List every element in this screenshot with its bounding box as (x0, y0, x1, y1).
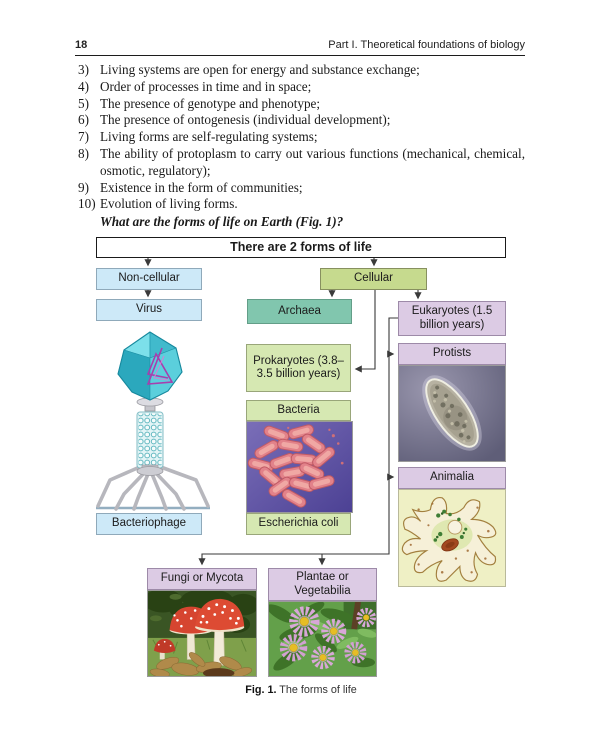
list-item: 7) Living forms are self-regulating syste… (78, 129, 525, 146)
item-number: 7) (78, 129, 89, 145)
page-header: 18 Part I. Theoretical foundations of bi… (75, 39, 525, 51)
list-item: 9) Existence in the form of communities; (78, 180, 525, 197)
node-root: There are 2 forms of life (96, 237, 506, 258)
page-number: 18 (75, 39, 88, 51)
item-number: 4) (78, 78, 89, 94)
figure-caption: Fig. 1. The forms of life (96, 684, 506, 696)
figure-caption-text: The forms of life (279, 684, 357, 696)
item-number: 6) (78, 112, 89, 128)
node-protists: Protists (398, 343, 506, 365)
node-cellular: Cellular (320, 268, 427, 290)
node-non-cellular: Non-cellular (96, 268, 202, 290)
list-item: 6) The presence of ontogenesis (individua… (78, 112, 525, 129)
fly-agaric-mushrooms-photo (147, 590, 257, 677)
item-number: 9) (78, 179, 89, 195)
item-text: Living forms are self-regulating systems… (100, 129, 318, 145)
node-animalia: Animalia (398, 467, 506, 489)
list-item: 3) Living systems are open for energy and… (78, 62, 525, 79)
properties-list: 3) Living systems are open for energy and… (78, 62, 525, 231)
item-number: 10) (78, 196, 96, 212)
header-rule (75, 55, 525, 56)
item-text: Order of processes in time and in space; (100, 78, 312, 94)
list-item: 4) Order of processes in time and in spac… (78, 79, 525, 96)
bacteriophage-virus-illustration-icon (96, 331, 210, 511)
node-plantae: Plantae or Vegetabilia (268, 568, 377, 601)
node-archaea: Archaea (247, 299, 352, 324)
list-item: 8) The ability of protoplasm to carry out… (78, 146, 525, 180)
question-text: What are the forms of life on Earth (Fig… (100, 214, 344, 230)
item-number: 5) (78, 95, 89, 111)
item-text: The ability of protoplasm to carry out v… (100, 145, 525, 178)
node-bacteria: Bacteria (246, 400, 351, 421)
node-virus: Virus (96, 299, 202, 321)
item-text: Existence in the form of communities; (100, 179, 303, 195)
node-bacteriophage: Bacteriophage (96, 513, 202, 535)
item-text: Evolution of living forms. (100, 196, 238, 212)
node-eukaryotes: Eukaryotes (1.5 billion years) (398, 301, 506, 336)
item-number: 3) (78, 62, 89, 77)
list-item: 10)Evolution of living forms. (78, 196, 525, 213)
figure-caption-label: Fig. 1. (245, 684, 277, 696)
list-item: 5) The presence of genotype and phenotype… (78, 96, 525, 113)
item-text: The presence of genotype and phenotype; (100, 95, 321, 111)
node-fungi: Fungi or Mycota (147, 568, 257, 590)
item-text: The presence of ontogenesis (individual … (100, 112, 391, 128)
paramecium-micrograph (398, 365, 506, 462)
running-title: Part I. Theoretical foundations of biolo… (328, 39, 525, 51)
escherichia-coli-micrograph (246, 421, 353, 513)
node-escherichia-coli: Escherichia coli (246, 513, 351, 535)
item-number: 8) (78, 145, 89, 161)
item-text: Living systems are open for energy and s… (100, 62, 420, 77)
amoeba-drawing (398, 489, 506, 587)
pink-daisy-flowers-photo (268, 601, 377, 677)
node-prokaryotes: Prokaryotes (3.8–3.5 billion years) (246, 344, 351, 392)
